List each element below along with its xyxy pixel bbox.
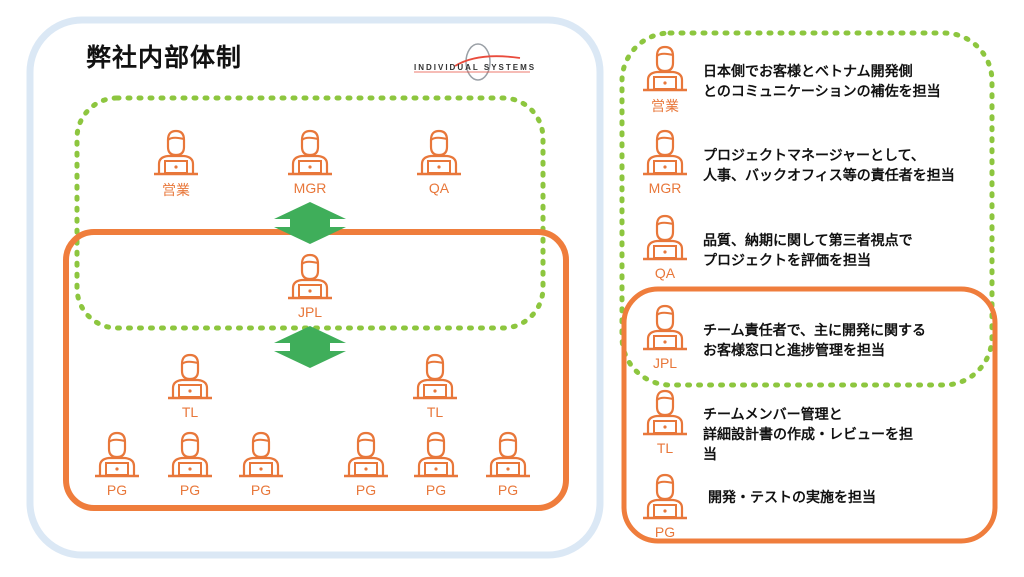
double-arrow-bottom bbox=[274, 326, 346, 368]
org-person-top: 営業 bbox=[146, 128, 206, 206]
org-person-pg: PG bbox=[336, 430, 396, 508]
role-description: チームメンバー管理と詳細設計書の作成・レビューを担当 bbox=[703, 405, 913, 465]
person-at-laptop-icon bbox=[146, 128, 206, 178]
role-label: QA bbox=[654, 265, 676, 281]
role-label: MGR bbox=[648, 180, 682, 196]
role-label: PG bbox=[179, 482, 201, 498]
role-label: TL bbox=[426, 404, 444, 420]
person-at-laptop-icon bbox=[635, 213, 695, 263]
legend-person: TL bbox=[635, 388, 695, 466]
person-at-laptop-icon bbox=[635, 128, 695, 178]
role-description: プロジェクトマネージャーとして、人事、バックオフィス等の責任者を担当 bbox=[703, 146, 955, 186]
internal-structure-frame bbox=[26, 16, 604, 559]
legend-person: QA bbox=[635, 213, 695, 291]
role-label: JPL bbox=[652, 355, 678, 371]
role-description: 品質、納期に関して第三者視点でプロジェクトを評価を担当 bbox=[703, 231, 913, 271]
role-label: MGR bbox=[293, 180, 327, 196]
legend-person: 営業 bbox=[635, 44, 695, 122]
org-person-top: QA bbox=[409, 128, 469, 206]
description-line: 当 bbox=[703, 447, 717, 463]
description-line: お客様窓口と進捗管理を担当 bbox=[703, 343, 885, 359]
role-description: 開発・テストの実施を担当 bbox=[708, 488, 876, 508]
role-description: 日本側でお客様とベトナム開発側とのコミュニケーションの補佐を担当 bbox=[703, 62, 941, 102]
person-at-laptop-icon bbox=[160, 430, 220, 480]
description-line: プロジェクトマネージャーとして、 bbox=[703, 148, 925, 164]
org-person-jpl: JPL bbox=[280, 252, 340, 330]
description-line: チーム責任者で、主に開発に関する bbox=[703, 323, 927, 339]
org-person-pg: PG bbox=[231, 430, 291, 508]
legend-person: MGR bbox=[635, 128, 695, 206]
person-at-laptop-icon bbox=[405, 352, 465, 402]
role-label: TL bbox=[656, 440, 674, 456]
person-at-laptop-icon bbox=[87, 430, 147, 480]
person-at-laptop-icon bbox=[280, 128, 340, 178]
description-line: 品質、納期に関して第三者視点で bbox=[703, 233, 913, 249]
role-label: TL bbox=[181, 404, 199, 420]
role-label: JPL bbox=[297, 304, 323, 320]
description-line: 人事、バックオフィス等の責任者を担当 bbox=[703, 168, 955, 184]
legend-orange-frame bbox=[621, 286, 998, 544]
description-line: チームメンバー管理と bbox=[703, 407, 843, 423]
org-person-tl: TL bbox=[405, 352, 465, 430]
description-line: 詳細設計書の作成・レビューを担 bbox=[703, 427, 913, 443]
page-title: 弊社内部体制 bbox=[86, 43, 243, 72]
org-person-top: MGR bbox=[280, 128, 340, 206]
role-label: PG bbox=[355, 482, 377, 498]
person-at-laptop-icon bbox=[336, 430, 396, 480]
role-label: 営業 bbox=[651, 98, 679, 114]
description-line: 日本側でお客様とベトナム開発側 bbox=[703, 64, 913, 80]
org-person-pg: PG bbox=[478, 430, 538, 508]
org-person-pg: PG bbox=[160, 430, 220, 508]
legend-person: JPL bbox=[635, 303, 695, 381]
role-label: QA bbox=[428, 180, 450, 196]
role-description: チーム責任者で、主に開発に関するお客様窓口と進捗管理を担当 bbox=[703, 321, 926, 361]
description-line: とのコミュニケーションの補佐を担当 bbox=[703, 84, 941, 100]
double-arrow-top bbox=[274, 202, 346, 244]
company-logo-text: INDIVIDUAL SYSTEMS bbox=[414, 63, 537, 72]
role-label: PG bbox=[497, 482, 519, 498]
person-at-laptop-icon bbox=[635, 388, 695, 438]
role-label: PG bbox=[654, 524, 676, 540]
description-line: 開発・テストの実施を担当 bbox=[708, 490, 876, 506]
legend-dotted-frame bbox=[619, 30, 995, 388]
role-label: PG bbox=[250, 482, 272, 498]
person-at-laptop-icon bbox=[478, 430, 538, 480]
org-person-pg: PG bbox=[87, 430, 147, 508]
legend-person: PG bbox=[635, 472, 695, 550]
person-at-laptop-icon bbox=[160, 352, 220, 402]
person-at-laptop-icon bbox=[231, 430, 291, 480]
logo-swoosh bbox=[414, 43, 530, 81]
org-person-tl: TL bbox=[160, 352, 220, 430]
person-at-laptop-icon bbox=[409, 128, 469, 178]
person-at-laptop-icon bbox=[635, 472, 695, 522]
person-at-laptop-icon bbox=[635, 44, 695, 94]
role-label: PG bbox=[425, 482, 447, 498]
person-at-laptop-icon bbox=[280, 252, 340, 302]
role-label: 営業 bbox=[162, 182, 190, 198]
org-person-pg: PG bbox=[406, 430, 466, 508]
description-line: プロジェクトを評価を担当 bbox=[703, 253, 871, 269]
role-label: PG bbox=[106, 482, 128, 498]
person-at-laptop-icon bbox=[635, 303, 695, 353]
person-at-laptop-icon bbox=[406, 430, 466, 480]
